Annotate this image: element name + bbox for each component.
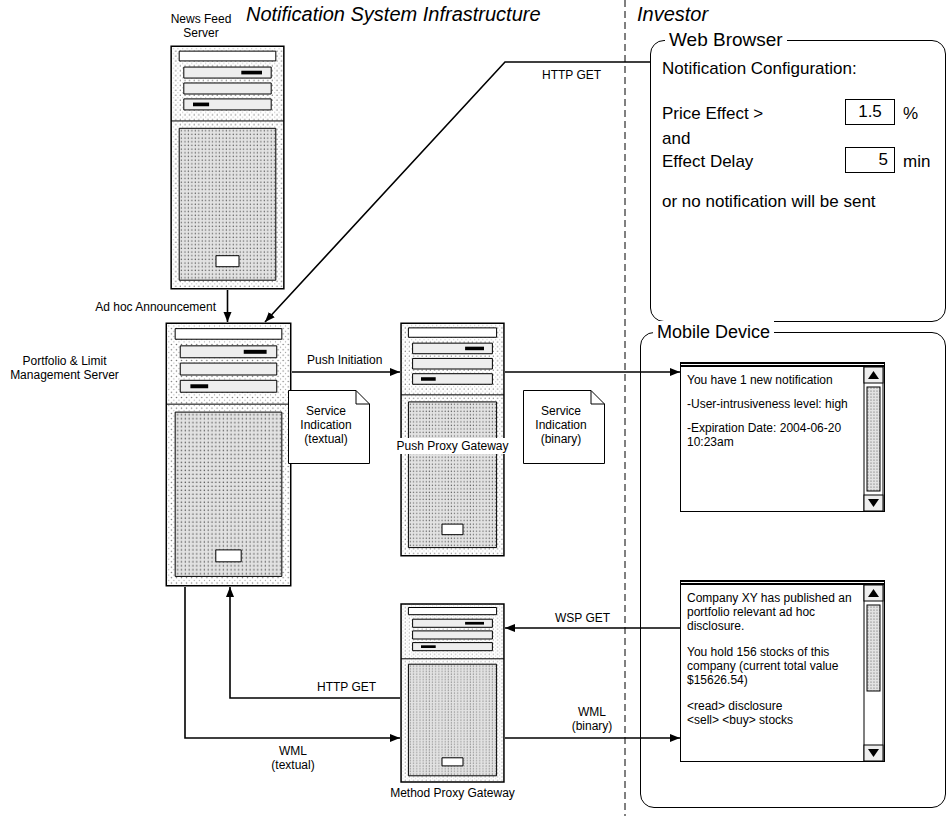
document-outline (289, 391, 370, 464)
edge-label: WML (binary) (561, 705, 623, 733)
connector (230, 587, 400, 698)
boundary-line (625, 0, 626, 816)
node-text: News Feed Server (168, 12, 234, 40)
node-text: -User-intrusiveness level: high (687, 397, 858, 411)
node-text: min (903, 152, 930, 172)
connector (265, 62, 650, 322)
input-field: 5 (845, 147, 895, 173)
node-text: <sell> <buy> stocks (687, 713, 858, 727)
node-text: -Expiration Date: 2004-06-20 10:23am (687, 421, 858, 449)
node-text: Company XY has published an portfolio re… (687, 591, 858, 633)
node-text: Mobile Device (653, 321, 774, 343)
region-heading: Notification System Infrastructure (246, 3, 541, 25)
server-node: Method Proxy Gateway (400, 603, 505, 783)
scrollbar (864, 585, 883, 761)
browser-window: Web BrowserNotification Configuration:Pr… (650, 40, 946, 322)
phone-screen: You have 1 new notification -User-intrusi… (680, 362, 885, 512)
document-node: Service Indication (textual) (288, 390, 370, 464)
edge-label: Push Initiation (305, 353, 384, 367)
document-fold (356, 391, 370, 405)
node-text: Price Effect > (662, 104, 763, 124)
connector (505, 737, 680, 739)
node-text: You hold 156 stocks of this company (cur… (687, 645, 858, 687)
server-tower (171, 46, 284, 289)
node-text: Service Indication (binary) (527, 404, 595, 446)
server-tower (166, 323, 290, 585)
node-text: 5 (846, 148, 888, 172)
node-text: % (903, 104, 918, 124)
phone-screen: Company XY has published an portfolio re… (680, 580, 885, 762)
server-node: Portfolio & Limit Management Server (165, 322, 292, 587)
region-heading: Investor (637, 3, 708, 25)
connector (292, 371, 400, 373)
edge-label: WSP GET (553, 611, 612, 625)
server-node: News Feed Server (170, 45, 285, 290)
node-text: Effect Delay (662, 152, 753, 172)
edge-label: WML (textual) (262, 744, 324, 772)
node-text: and (662, 129, 690, 149)
node-text: Portfolio & Limit Management Server (2, 354, 127, 382)
node-text: You have 1 new notification (687, 373, 858, 387)
server-tower (401, 604, 504, 782)
scrollbar (864, 367, 883, 511)
node-text: Web Browser (665, 28, 787, 52)
document-node: Service Indication (binary) (523, 390, 605, 464)
connector (505, 371, 680, 373)
edge-label: Ad hoc Announcement (93, 300, 218, 314)
edge-label: HTTP GET (540, 68, 603, 82)
connector (185, 587, 400, 738)
device-frame: Mobile DeviceYou have 1 new notification… (640, 332, 946, 808)
document-fold (591, 391, 605, 405)
document-outline (524, 391, 605, 464)
node-text: or no notification will be sent (662, 191, 877, 213)
node-text: <read> disclosure (687, 699, 858, 713)
node-text: Service Indication (textual) (292, 404, 360, 446)
connector (227, 290, 229, 322)
connector (505, 627, 680, 629)
input-field: 1.5 (845, 99, 895, 125)
node-text: Method Proxy Gateway (390, 786, 515, 800)
node-text: Notification Configuration: (662, 59, 857, 79)
edge-label: HTTP GET (315, 680, 378, 694)
node-text: Push Proxy Gateway (393, 438, 511, 454)
node-text: 1.5 (846, 100, 894, 124)
server-node: Push Proxy Gateway (400, 322, 505, 557)
